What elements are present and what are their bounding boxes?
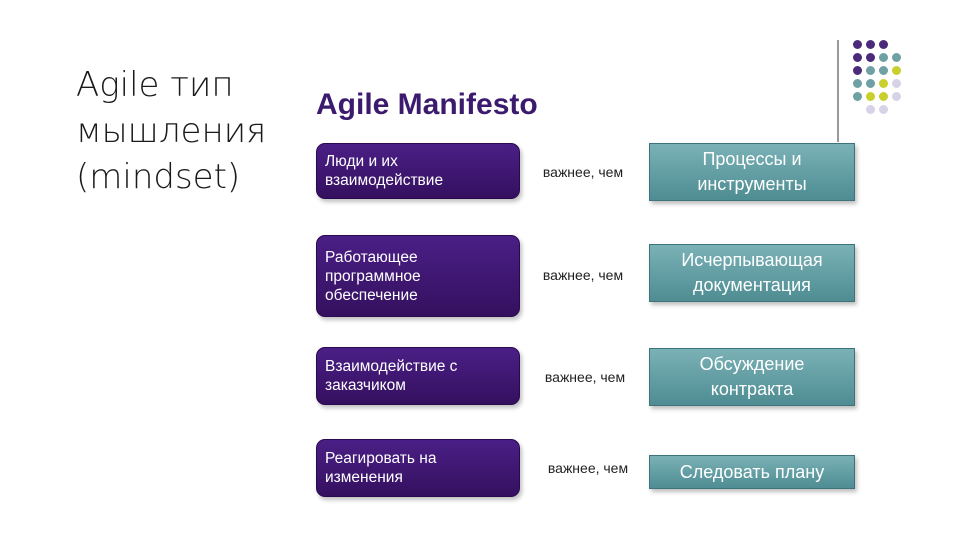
value-box-responding-to-change: Реагировать на изменения	[316, 439, 520, 497]
value-box-working-software: Работающее программное обеспечение	[316, 235, 520, 317]
decorative-dot	[853, 53, 862, 62]
comparison-label: важнее, чем	[544, 369, 626, 385]
decorative-dot	[866, 105, 875, 114]
value-box-people: Люди и их взаимодействие	[316, 143, 520, 199]
decorative-dot	[879, 40, 888, 49]
decorative-dot	[866, 40, 875, 49]
decorative-dot	[879, 92, 888, 101]
decorative-dot	[853, 40, 862, 49]
decorative-dot	[892, 53, 901, 62]
comparison-label: важнее, чем	[542, 164, 624, 180]
decorative-dot	[892, 92, 901, 101]
value-box-plan: Следовать плану	[649, 455, 855, 489]
value-box-customer-collaboration: Взаимодействие с заказчиком	[316, 347, 520, 405]
value-box-processes: Процессы и инструменты	[649, 143, 855, 201]
decorative-dot	[879, 105, 888, 114]
decorative-dot	[866, 92, 875, 101]
decorative-dot	[866, 53, 875, 62]
decorative-dot	[853, 92, 862, 101]
value-box-documentation: Исчерпывающая документация	[649, 244, 855, 302]
decorative-dot-grid	[853, 40, 917, 136]
decorative-dot	[892, 79, 901, 88]
decorative-divider	[837, 40, 839, 142]
slide-title: Agile тип мышления (mindset)	[76, 65, 267, 197]
decorative-dot	[879, 66, 888, 75]
decorative-dot	[866, 79, 875, 88]
comparison-label: важнее, чем	[542, 267, 624, 283]
decorative-dot	[892, 66, 901, 75]
decorative-dot	[879, 79, 888, 88]
decorative-dot	[879, 53, 888, 62]
decorative-dot	[866, 66, 875, 75]
value-box-contract: Обсуждение контракта	[649, 348, 855, 406]
decorative-dot	[853, 66, 862, 75]
manifesto-heading: Agile Manifesto	[316, 88, 538, 121]
decorative-dot	[853, 79, 862, 88]
comparison-label: важнее, чем	[547, 460, 629, 476]
